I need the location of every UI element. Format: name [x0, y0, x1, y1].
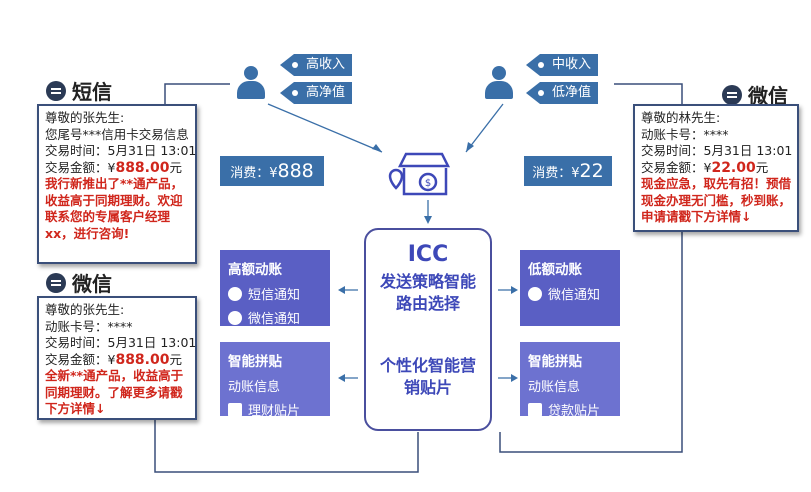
wechat-right-unit: 元	[755, 159, 769, 175]
wechat-icon	[46, 272, 66, 293]
cost-left: 消费：¥888	[220, 156, 324, 186]
panel-collage-right-title: 智能拼贴	[528, 354, 582, 370]
tag-mid-income-label: 中收入	[552, 57, 592, 72]
wechat-left-amount-label: 交易金额：¥	[45, 351, 116, 367]
wechat-right-amount: 22.00	[711, 159, 756, 176]
wechat-left-title-text: 微信	[72, 272, 112, 296]
tag-high-income: 高收入	[280, 54, 352, 76]
sms-amount-row: 交易金额：¥888.00元	[45, 160, 189, 177]
panel-collage-right-item2: 贷款贴片	[548, 404, 601, 419]
store-icon: $	[388, 152, 451, 196]
panel-low-wechat-label: 微信通知	[548, 288, 601, 303]
tag-high-income-label: 高收入	[306, 57, 346, 72]
wechat-icon	[228, 310, 242, 325]
wechat-right-promo: 现金应急，取先有招！预借现金办理无门槛，秒到账，申请请戳下方详情↓	[641, 176, 792, 224]
sms-unit: 元	[169, 159, 182, 175]
panel-collage-right-row2: 贷款贴片	[528, 400, 612, 419]
sms-amount-label: 交易金额：¥	[45, 159, 116, 175]
panel-collage-left-row1: 动账信息	[228, 376, 322, 395]
customer-high-icon	[236, 66, 266, 100]
cost-right-label: 消费：¥	[532, 166, 580, 181]
sms-greeting: 尊敬的张先生:	[45, 110, 125, 125]
icc-title: ICC	[407, 242, 449, 267]
icc-box: ICC 发送策略智能路由选择 个性化智能营销贴片	[364, 228, 492, 431]
sms-message-card: 尊敬的张先生: 您尾号***信用卡交易信息 交易时间：5月31日 13:01 交…	[37, 104, 197, 264]
panel-collage-left-title: 智能拼贴	[228, 354, 282, 370]
panel-high-row-wechat: 微信通知	[228, 308, 322, 327]
panel-low-row-wechat: 微信通知	[528, 284, 612, 303]
tag-low-net-worth: 低净值	[526, 82, 598, 104]
sms-title-text: 短信	[72, 80, 112, 104]
panel-high-row-sms: 短信通知	[228, 284, 322, 303]
wechat-right-card: 尊敬的林先生: 动账卡号：**** 交易时间：5月31日 13:01 交易金额：…	[633, 104, 799, 232]
sms-time: 交易时间：5月31日 13:01	[45, 143, 197, 158]
panel-low-title: 低额动账	[528, 262, 582, 278]
puzzle-icon	[228, 402, 242, 417]
icc-top-text: 发送策略智能路由选择	[379, 272, 476, 313]
panel-collage-left-row2: 理财贴片	[228, 400, 322, 419]
wechat-left-amount-row: 交易金额：¥888.00元	[45, 352, 189, 369]
tag-high-net-worth: 高净值	[280, 82, 352, 104]
wechat-right-line1: 动账卡号：****	[641, 126, 729, 142]
panel-collage-right-item1: 动账信息	[528, 380, 581, 395]
tag-mid-income: 中收入	[526, 54, 598, 76]
wechat-left-time: 交易时间：5月31日 13:01	[45, 335, 197, 350]
panel-high-title: 高额动账	[228, 262, 282, 278]
panel-collage-right-row1: 动账信息	[528, 376, 612, 395]
wechat-icon	[722, 84, 742, 105]
cost-left-label: 消费：¥	[230, 166, 278, 181]
panel-collage-left-item1: 动账信息	[228, 380, 281, 395]
panel-high-sms-label: 短信通知	[248, 288, 301, 303]
wechat-left-amount: 888.00	[115, 351, 170, 368]
cost-right: 消费：¥22	[524, 156, 612, 186]
panel-smart-collage-left: 智能拼贴 动账信息 理财贴片	[220, 342, 330, 419]
tag-low-net-worth-label: 低净值	[552, 85, 592, 100]
customer-low-icon	[484, 66, 514, 100]
wechat-right-time: 交易时间：5月31日 13:01	[641, 143, 793, 158]
wechat-icon	[528, 286, 542, 301]
wechat-right-amount-row: 交易金额：¥22.00元	[641, 160, 791, 177]
sms-amount: 888.00	[115, 159, 170, 176]
wechat-right-greeting: 尊敬的林先生:	[641, 110, 721, 125]
wechat-left-promo: 全新**通产品，收益高于同期理财。了解更多请戳下方详情↓	[45, 368, 184, 416]
sms-icon	[228, 286, 242, 301]
wechat-left-greeting: 尊敬的张先生:	[45, 302, 125, 317]
panel-high-wechat-label: 微信通知	[248, 312, 301, 327]
panel-smart-collage-right: 智能拼贴 动账信息 贷款贴片	[520, 342, 620, 419]
sms-line1: 您尾号***信用卡交易信息	[45, 126, 189, 142]
puzzle-icon	[528, 402, 542, 417]
wechat-right-amount-label: 交易金额：¥	[641, 159, 712, 175]
wechat-left-unit: 元	[169, 351, 182, 367]
wechat-left-line1: 动账卡号：****	[45, 318, 133, 334]
cost-right-value: 22	[579, 160, 604, 182]
tag-high-net-worth-label: 高净值	[306, 85, 346, 100]
panel-collage-left-item2: 理财贴片	[248, 404, 301, 419]
sms-icon	[46, 80, 66, 101]
wechat-left-card: 尊敬的张先生: 动账卡号：**** 交易时间：5月31日 13:01 交易金额：…	[37, 296, 197, 420]
panel-low-transaction: 低额动账 微信通知	[520, 250, 620, 326]
sms-title: 短信	[46, 76, 112, 105]
wechat-left-title: 微信	[46, 268, 112, 297]
icc-bottom-text: 个性化智能营销贴片	[379, 356, 476, 397]
cost-left-value: 888	[277, 160, 314, 182]
svg-text:$: $	[425, 178, 431, 189]
panel-high-transaction: 高额动账 短信通知 微信通知	[220, 250, 330, 327]
sms-promo: 我行新推出了**通产品，收益高于同期理财。欢迎联系您的专属客户经理xx，进行咨询…	[45, 176, 184, 241]
